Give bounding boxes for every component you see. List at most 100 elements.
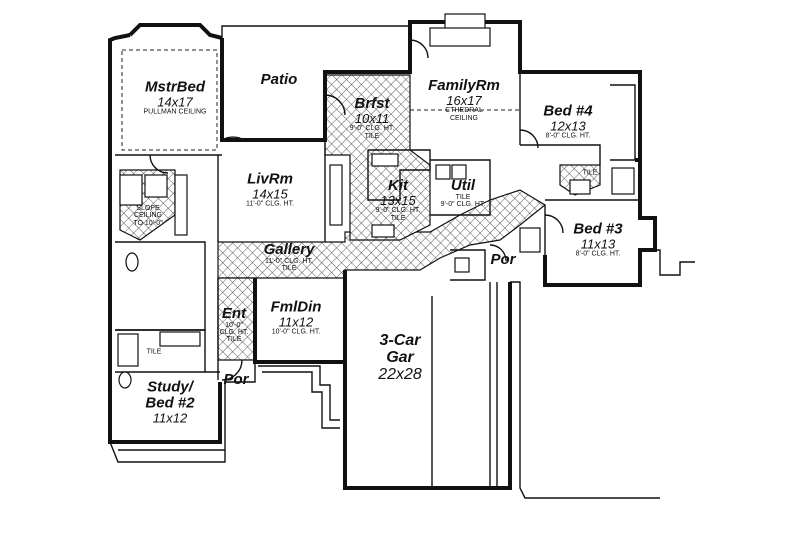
gallery-note1: 11'-0" CLG. HT. <box>264 257 314 265</box>
garage-wall <box>343 270 512 490</box>
fireplace-hearth <box>429 27 491 47</box>
fmldin-note: 10'-0" CLG. HT. <box>271 329 321 337</box>
livrm-dim: 14x15 <box>252 186 288 202</box>
tub <box>119 174 143 206</box>
door-swing-7 <box>409 39 429 59</box>
fmldin-dim: 11x12 <box>278 314 314 330</box>
exterior-walls <box>108 20 657 490</box>
bath-tile-note: TILE <box>146 348 162 356</box>
driveway <box>510 281 660 499</box>
door-swing-2 <box>324 94 346 116</box>
bed4-dim: 12x13 <box>550 118 586 134</box>
study-name2: Bed #2 <box>145 394 195 412</box>
kit-name: Kit <box>387 176 408 194</box>
vanity <box>174 174 188 236</box>
entry-label: Ent 10'-0" CLG. HT. TILE <box>220 306 249 344</box>
dryer <box>451 164 467 180</box>
door-swing-1 <box>221 136 245 141</box>
kit-note1: 9'-0" CLG. HT. <box>375 207 421 215</box>
ent-note3: TILE <box>226 336 242 344</box>
por-left-name: Por <box>223 371 249 389</box>
patio-outline <box>221 25 410 38</box>
brfst-label: Brfst 10x11 9'-0" CLG. HT. TILE <box>350 96 395 140</box>
slope-note2: CEILING <box>133 212 162 220</box>
family-note2: CEILING <box>449 114 479 122</box>
ent-name: Ent <box>221 305 247 323</box>
kit-island <box>367 149 431 201</box>
master-bedroom-label: MstrBed 14x17 PULLMAN CEILING <box>143 78 206 117</box>
livrm-name: LivRm <box>247 170 293 188</box>
north-wall <box>220 20 642 162</box>
door-swing-6 <box>149 154 169 174</box>
porch-right-label: Por <box>490 252 515 268</box>
slope-note1: SLOPE <box>136 204 160 212</box>
util-note2: 9'-0" CLG. HT. <box>440 200 486 208</box>
door-swing-3 <box>519 129 539 149</box>
study-name1: Study/ <box>147 378 193 396</box>
bed3-dim: 11x13 <box>580 236 616 252</box>
porch-outline <box>109 362 256 463</box>
bed3-name: Bed #3 <box>573 220 623 238</box>
bed3-label: Bed #3 11x13 8'-0" CLG. HT. <box>573 220 623 259</box>
fixtures <box>117 153 635 389</box>
gallery-name: Gallery <box>263 240 315 258</box>
util-note1: TILE <box>455 193 471 201</box>
interior-walls <box>115 72 640 380</box>
door-swing-5 <box>221 359 243 381</box>
bath2-vanity <box>159 331 201 347</box>
master-name: MstrBed <box>144 78 205 96</box>
bed-closet <box>610 84 636 161</box>
patio-label: Patio <box>261 72 298 88</box>
bath2-tub <box>117 333 139 367</box>
doors <box>149 39 564 381</box>
gallery-closet <box>450 249 486 281</box>
family-note1: CTHEDRAL <box>445 107 483 115</box>
family-name: FamilyRm <box>428 76 500 94</box>
garage-name1: 3-Car <box>379 331 421 349</box>
east-steps <box>655 249 695 276</box>
bath-tile-label: TILE <box>147 348 162 355</box>
door-swing-4 <box>544 214 564 234</box>
bed4-south-wall <box>520 144 601 165</box>
ent-note2: CLG. HT. <box>219 329 249 337</box>
garage-name2: Gar <box>386 348 414 366</box>
fmldin-name: FmlDin <box>270 298 322 316</box>
master-ceiling-outline <box>121 49 218 151</box>
gallery-label: Gallery 11'-0" CLG. HT. TILE <box>264 242 315 272</box>
brfst-name: Brfst <box>354 94 390 112</box>
west-wing-wall <box>108 33 222 444</box>
por-right-name: Por <box>490 251 516 269</box>
front-walk-2 <box>262 371 340 429</box>
livrm-note: 11'-0" CLG. HT. <box>245 201 295 209</box>
shower <box>144 174 168 198</box>
util-walls <box>430 159 491 216</box>
brfst-dim: 10x11 <box>354 110 390 126</box>
bed4-note: 8'-0" CLG. HT. <box>545 133 591 141</box>
bed3-note: 8'-0" CLG. HT. <box>575 251 621 259</box>
bed3-bath-tub <box>611 167 635 195</box>
garage-dim: 22x28 <box>378 365 422 383</box>
slope-note3: TO 10'-0" <box>133 219 163 227</box>
bed4-label: Bed #4 12x13 8'-0" CLG. HT. <box>543 102 593 141</box>
family-dim: 16x17 <box>446 92 482 108</box>
master-dim: 14x17 <box>157 94 193 110</box>
slope-ceiling-label: SLOPE CEILING TO 10'-0" <box>133 205 162 227</box>
water-heater <box>454 257 470 273</box>
master-bay-wall <box>128 23 223 40</box>
livrm-seat <box>329 164 343 226</box>
study-dim: 11x12 <box>152 409 188 425</box>
bed3-vanity <box>569 179 591 195</box>
door-swing-8 <box>489 244 507 262</box>
fmldin-label: FmlDin 11x12 10'-0" CLG. HT. <box>270 298 322 337</box>
livrm-label: LivRm 14x15 11'-0" CLG. HT. <box>245 170 295 209</box>
util-label: Util TILE 9'-0" CLG. HT. <box>441 178 486 208</box>
garage-label: 3-Car Gar 22x28 <box>378 331 422 383</box>
bath2-walls <box>115 329 206 372</box>
east-wall <box>543 160 657 287</box>
kit-sink <box>371 153 399 167</box>
kit-note2: TILE <box>390 214 406 222</box>
bed4-name: Bed #4 <box>543 102 593 120</box>
bath2-toilet <box>118 371 132 389</box>
util-name: Util <box>450 176 476 194</box>
